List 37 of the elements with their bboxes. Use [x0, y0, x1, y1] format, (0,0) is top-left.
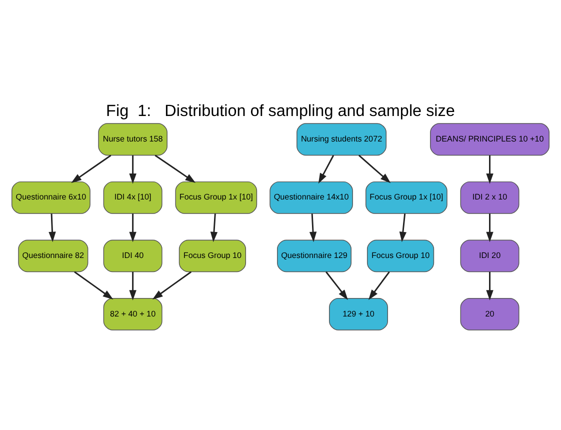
- arrow: [318, 155, 334, 184]
- node-box: Questionnaire 129: [277, 240, 352, 272]
- node-box: 82 + 40 + 10: [103, 298, 162, 330]
- node-box: 20: [460, 298, 520, 330]
- node-box: Questionnaire 6x10: [12, 181, 90, 214]
- node-box: DEANS/ PRINCIPLES 10 +10: [430, 123, 550, 156]
- arrow: [358, 154, 391, 184]
- arrow: [129, 272, 136, 300]
- arrow: [486, 155, 494, 184]
- arrow: [486, 214, 494, 242]
- arrow: [154, 154, 196, 183]
- node-box: IDI 2 x 10: [460, 181, 520, 214]
- arrow: [399, 214, 407, 242]
- arrow: [74, 271, 114, 300]
- node-box: IDI 40: [103, 240, 162, 272]
- arrow: [210, 214, 218, 242]
- arrow: [129, 155, 136, 184]
- node-box: Focus Group 1x [10]: [175, 181, 258, 214]
- arrow: [368, 271, 390, 300]
- node-box: Focus Group 10: [366, 240, 434, 272]
- node-box: Nurse tutors 158: [98, 123, 168, 156]
- node-box: Questionnaire 14x10: [270, 181, 353, 214]
- arrow: [486, 272, 494, 300]
- diagram-title: Fig 1: Distribution of sampling and sample size: [106, 102, 455, 120]
- node-box: Questionnaire 82: [18, 240, 88, 272]
- node-box: Nursing students 2072: [296, 123, 387, 156]
- arrow: [309, 214, 317, 242]
- arrow: [129, 214, 136, 242]
- arrow: [152, 271, 192, 300]
- arrow: [71, 154, 112, 183]
- node-box: IDI 4x [10]: [103, 181, 162, 214]
- node-box: Focus Group 1x [10]: [366, 181, 448, 214]
- node-box: IDI 20: [460, 240, 520, 272]
- arrow: [48, 214, 56, 242]
- arrow: [326, 271, 348, 300]
- node-box: Focus Group 10: [178, 240, 246, 272]
- node-box: 129 + 10: [329, 298, 388, 330]
